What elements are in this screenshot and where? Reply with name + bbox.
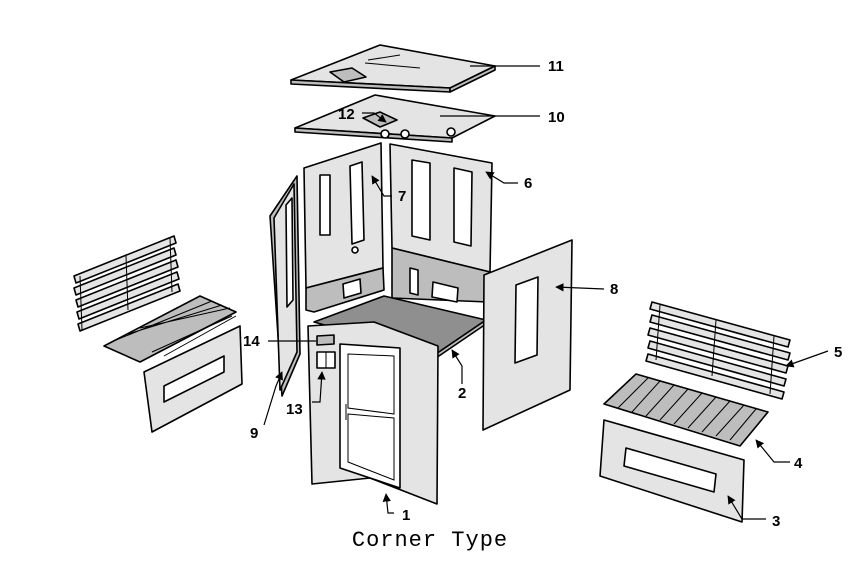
left-bench-seat <box>103 295 237 363</box>
callout-1: 1 <box>402 507 410 524</box>
callout-3: 3 <box>772 513 780 530</box>
callout-5: 5 <box>834 344 842 361</box>
callout-6: 6 <box>524 175 532 192</box>
left-bench-front-panel <box>143 325 243 433</box>
callout-11: 11 <box>548 58 564 75</box>
left-bench-backrest <box>73 235 181 332</box>
part-4-seat <box>603 373 769 447</box>
callout-8: 8 <box>610 281 618 298</box>
callout-2: 2 <box>458 385 466 402</box>
part-9-left-side-wall <box>269 175 301 397</box>
callout-labels: 11 10 12 7 6 8 14 2 5 13 9 4 1 3 <box>243 58 842 530</box>
callout-9: 9 <box>250 425 258 442</box>
callout-14: 14 <box>243 333 260 350</box>
callout-4: 4 <box>794 455 803 472</box>
callout-7: 7 <box>398 188 406 205</box>
part-10-ceiling <box>294 94 496 143</box>
part-6-right-back-wall <box>389 143 493 303</box>
leader-lines <box>263 65 829 520</box>
part-3-front-panel <box>599 419 745 523</box>
part-5-backrest <box>645 301 791 400</box>
part-7-left-back-wall <box>303 142 385 313</box>
part-1-door-wall <box>307 321 439 505</box>
callout-13: 13 <box>286 401 303 418</box>
callout-12: 12 <box>338 106 355 123</box>
callout-10: 10 <box>548 109 565 126</box>
diagram-caption: Corner Type <box>351 528 509 553</box>
part-8-right-side-wall <box>482 239 573 431</box>
part-11-roof <box>290 44 496 93</box>
